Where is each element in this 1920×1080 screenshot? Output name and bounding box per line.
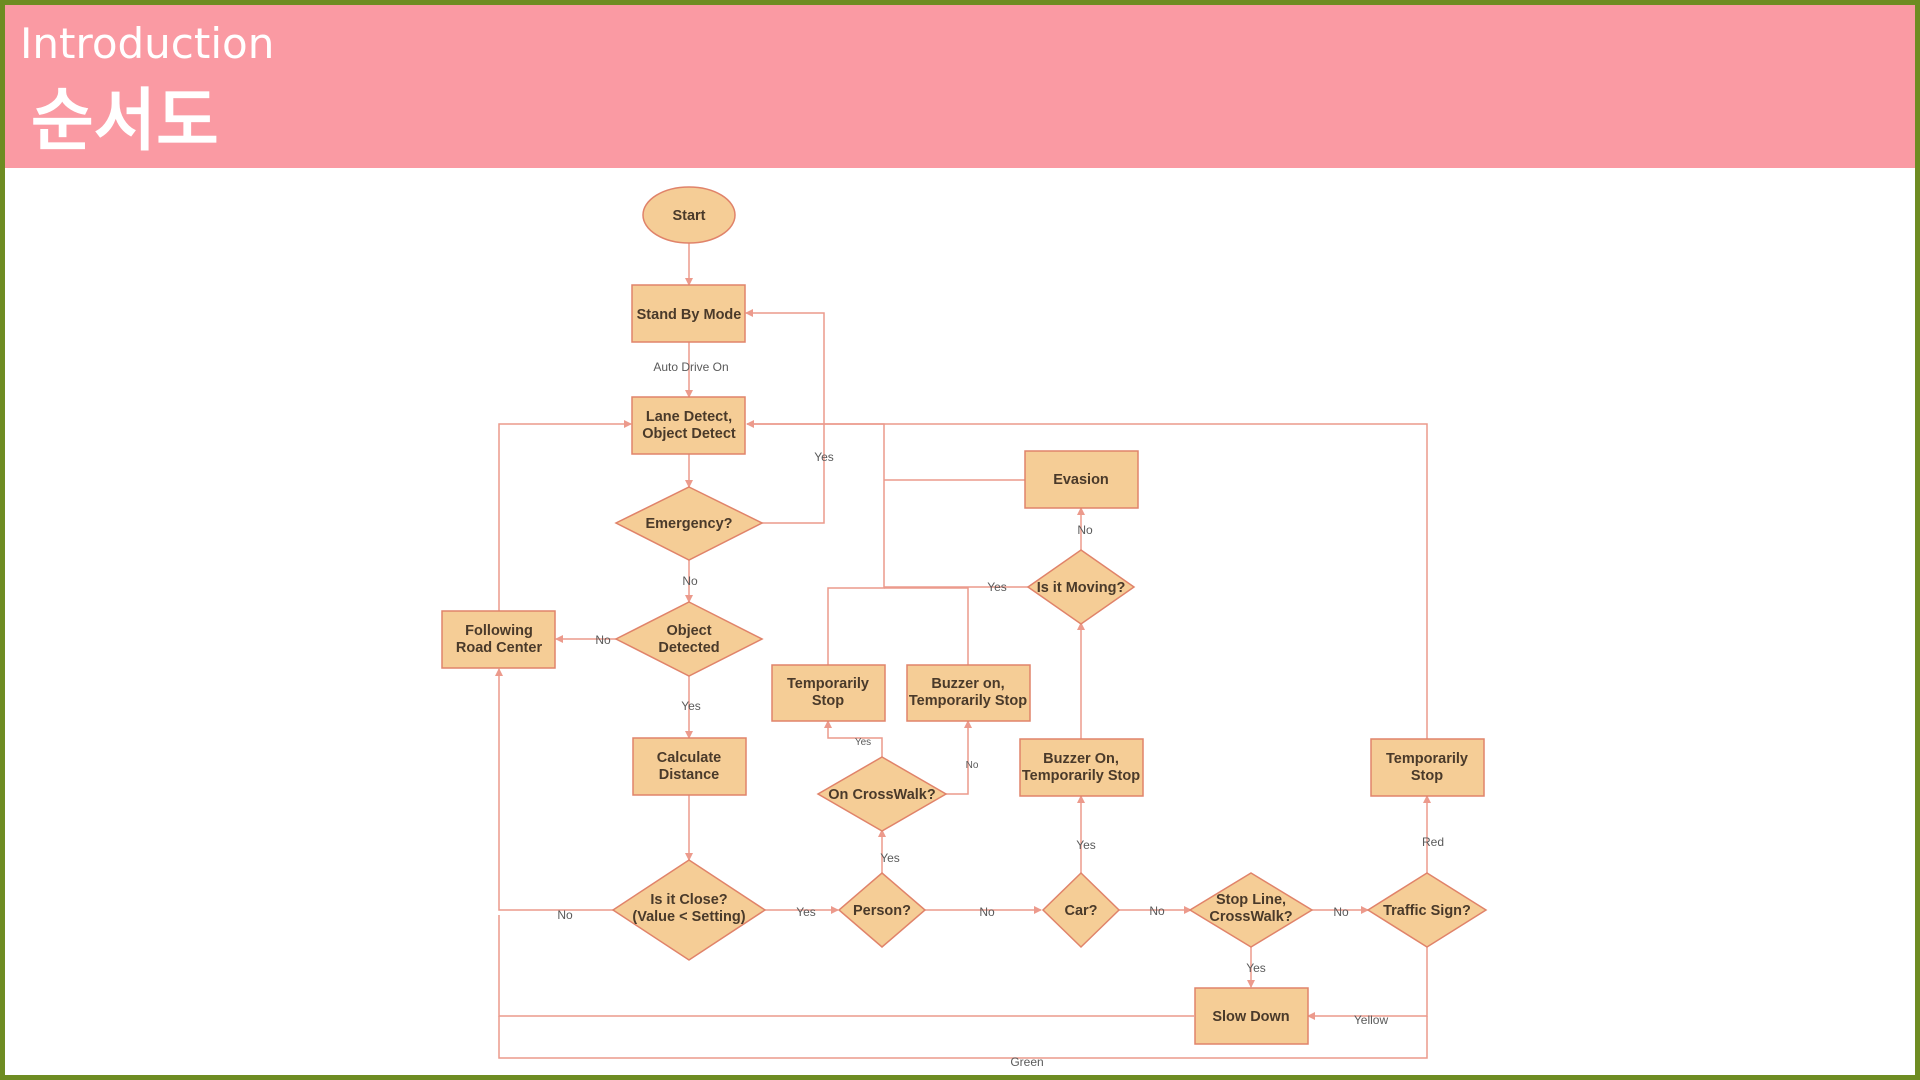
edge-emergency-yes	[745, 309, 825, 524]
node-crosswalk-label: On CrossWalk?	[828, 787, 936, 803]
node-calc-line1: Calculate	[657, 750, 721, 766]
node-standby-label: Stand By Mode	[637, 307, 742, 323]
edge-traffic-green	[498, 1016, 1428, 1059]
label-crosswalk-no: No	[966, 760, 979, 771]
node-evasion-label: Evasion	[1053, 472, 1109, 488]
label-emergency-no: No	[682, 574, 698, 588]
edge-tempstop2-lane	[747, 423, 1428, 739]
slide: Introduction 순서도	[5, 5, 1915, 1075]
node-emergency-label: Emergency?	[645, 516, 732, 532]
label-stopline-no: No	[1333, 905, 1349, 919]
edge-traffic-yellow	[1307, 947, 1428, 1020]
edge-crosswalk-yes	[824, 720, 883, 757]
node-person: Person?	[837, 872, 927, 948]
label-moving-yes: Yes	[987, 580, 1007, 594]
node-lane-detect-line2: Object Detect	[642, 426, 736, 442]
node-slow-down: Slow Down	[1194, 987, 1309, 1045]
node-traffic-label: Traffic Sign?	[1383, 903, 1471, 919]
node-buzzer2-line1: Buzzer On,	[1043, 751, 1119, 767]
label-close-yes: Yes	[796, 905, 816, 919]
label-person-no: No	[979, 905, 995, 919]
node-standby: Stand By Mode	[631, 284, 746, 343]
node-start-label: Start	[672, 208, 705, 224]
label-car-yes: Yes	[1076, 838, 1096, 852]
node-buzzer-on-2: Buzzer On, Temporarily Stop	[1019, 738, 1144, 797]
node-calc-line2: Distance	[659, 767, 719, 783]
node-car-label: Car?	[1064, 903, 1097, 919]
node-tempstop2-line2: Stop	[1411, 768, 1443, 784]
node-buzzer1-line1: Buzzer on,	[931, 676, 1004, 692]
node-tempstop2-line1: Temporarily	[1386, 751, 1468, 767]
node-following-road-center: Following Road Center	[441, 610, 556, 669]
node-following-line1: Following	[465, 623, 533, 639]
node-lane-detect-line1: Lane Detect,	[646, 409, 732, 425]
node-stopline-line2: CrossWalk?	[1209, 909, 1292, 925]
label-auto-drive-on: Auto Drive On	[653, 360, 728, 374]
node-stopline-line1: Stop Line,	[1216, 892, 1286, 908]
node-evasion: Evasion	[1024, 450, 1139, 509]
node-temporarily-stop-1: Temporarily Stop	[771, 664, 886, 722]
node-is-it-close: Is it Close? (Value < Setting)	[611, 859, 767, 961]
label-close-no: No	[557, 908, 573, 922]
flowchart: Auto Drive On Yes No No Yes No Yes Yes Y…	[441, 186, 1488, 1069]
label-moving-no: No	[1077, 523, 1093, 537]
edge-buzzer1-join	[884, 587, 969, 665]
label-object-yes: Yes	[681, 699, 701, 713]
node-object-detected-line1: Object	[666, 623, 711, 639]
node-moving-label: Is it Moving?	[1037, 580, 1126, 596]
node-tempstop1-line1: Temporarily	[787, 676, 869, 692]
edge-following-lane	[498, 420, 632, 611]
header-title: 순서도	[31, 82, 219, 161]
node-buzzer1-line2: Temporarily Stop	[909, 693, 1027, 709]
edge-close-no	[495, 668, 617, 911]
node-temporarily-stop-2: Temporarily Stop	[1370, 738, 1485, 797]
slide-header: Introduction 순서도	[5, 5, 1915, 168]
node-tempstop1-line2: Stop	[812, 693, 844, 709]
node-car: Car?	[1041, 871, 1121, 949]
node-stop-line-crosswalk: Stop Line, CrossWalk?	[1188, 872, 1314, 948]
label-traffic-yellow: Yellow	[1354, 1013, 1389, 1027]
node-slow-down-label: Slow Down	[1212, 1009, 1289, 1025]
header-subtitle: Introduction	[20, 19, 275, 68]
label-traffic-red: Red	[1422, 835, 1444, 849]
node-lane-detect: Lane Detect, Object Detect	[631, 396, 746, 455]
node-object-detected-line2: Detected	[658, 640, 719, 656]
node-on-crosswalk: On CrossWalk?	[816, 756, 948, 832]
node-following-line2: Road Center	[456, 640, 543, 656]
label-emergency-yes: Yes	[814, 450, 834, 464]
label-car-no: No	[1149, 904, 1165, 918]
node-buzzer2-line2: Temporarily Stop	[1022, 768, 1140, 784]
label-stopline-yes: Yes	[1246, 961, 1266, 975]
node-person-label: Person?	[853, 903, 911, 919]
node-is-it-moving: Is it Moving?	[1026, 549, 1136, 625]
node-close-line1: Is it Close?	[650, 892, 727, 908]
node-object-detected: Object Detected	[614, 601, 764, 677]
node-calculate-distance: Calculate Distance	[632, 737, 747, 796]
node-emergency: Emergency?	[614, 486, 764, 561]
label-traffic-green: Green	[1010, 1055, 1043, 1069]
label-person-yes: Yes	[880, 851, 900, 865]
node-traffic-sign: Traffic Sign?	[1366, 872, 1488, 948]
label-object-no: No	[595, 633, 611, 647]
node-start: Start	[642, 186, 736, 244]
label-crosswalk-yes: Yes	[855, 737, 871, 748]
node-close-line2: (Value < Setting)	[632, 909, 745, 925]
node-buzzer-on-1: Buzzer on, Temporarily Stop	[906, 664, 1031, 722]
